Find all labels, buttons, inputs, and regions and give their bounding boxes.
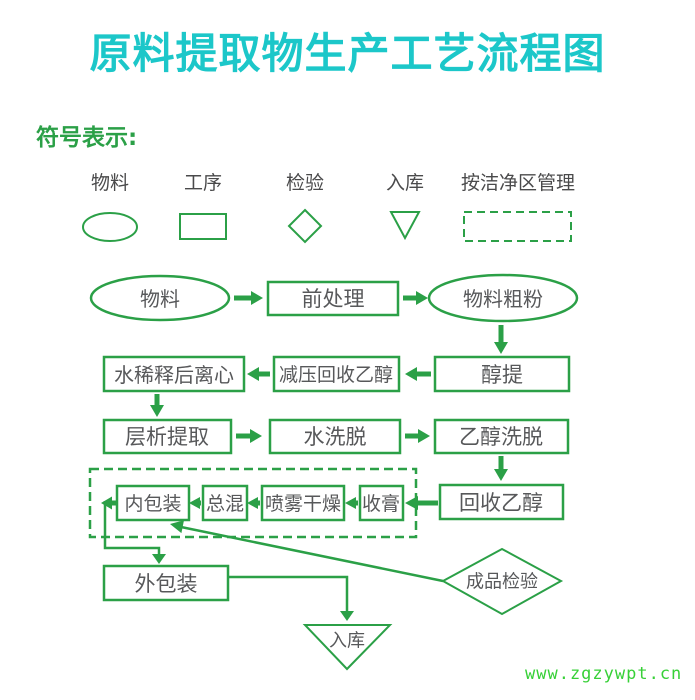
node-inner-packaging-label: 内包装	[124, 493, 181, 515]
legend-item-process: 工序	[163, 168, 243, 245]
arrow-water-elution-to-ethanol-elution	[405, 429, 430, 443]
node-coarse-powder	[427, 273, 579, 323]
node-finished-product-inspection	[440, 547, 564, 616]
node-ethanol-elution	[433, 418, 570, 455]
node-material-label: 物料	[140, 287, 180, 311]
warehousing-triangle-icon	[389, 211, 421, 241]
watermark-url: www.zgzywpt.cn	[525, 664, 683, 684]
node-vacuum-ethanol-recovery-label: 减压回收乙醇	[279, 364, 393, 386]
inspection-diamond-icon	[287, 208, 323, 244]
connector-inner-to-outer-packaging	[101, 496, 166, 564]
node-warehousing	[302, 624, 393, 671]
node-water-dilution-centrifuge-label: 水稀释后离心	[114, 363, 234, 387]
connector-inspection-to-inner-packaging	[170, 520, 444, 583]
node-alcohol-extraction	[433, 355, 571, 393]
legend-item-material: 物料	[70, 168, 150, 245]
node-paste-collection	[358, 484, 405, 522]
node-paste-collection-label: 收膏	[362, 492, 400, 515]
node-outer-packaging	[102, 564, 230, 602]
legend-label-material: 物料	[90, 172, 129, 194]
legend-item-warehousing: 入库	[365, 168, 445, 245]
arrow-water-dilution-to-chromatography	[150, 394, 164, 417]
node-chromatography-extraction-label: 层析提取	[125, 425, 209, 449]
node-ethanol-recovery	[438, 483, 565, 521]
page-title: 原料提取物生产工艺流程图	[89, 29, 606, 78]
legend-header: 符号表示:	[36, 125, 138, 151]
node-total-mixing-label: 总混	[206, 493, 244, 515]
node-spray-drying-label: 喷雾干燥	[265, 493, 341, 515]
node-ethanol-recovery-label: 回收乙醇	[459, 491, 543, 515]
node-finished-product-inspection-label: 成品检验	[466, 572, 538, 593]
arrow-chromatography-to-water-elution	[236, 429, 262, 443]
node-coarse-powder-label: 物料粗粉	[463, 287, 543, 311]
node-material	[89, 274, 231, 322]
clean-area-dashed-rect-icon	[463, 211, 572, 242]
node-vacuum-ethanol-recovery	[272, 355, 401, 393]
node-warehousing-label: 入库	[329, 631, 365, 652]
arrow-alcohol-extraction-to-vacuum-recovery	[405, 367, 431, 381]
node-pretreatment-label: 前处理	[302, 287, 365, 311]
arrow-ethanol-recovery-to-paste-collection	[405, 496, 438, 510]
node-water-elution	[268, 418, 402, 455]
node-pretreatment	[266, 280, 400, 317]
arrow-total-mixing-to-inner-packaging	[189, 497, 201, 509]
legend-label-inspection: 检验	[285, 172, 324, 194]
node-chromatography-extraction	[102, 418, 233, 455]
legend-label-clean-area: 按洁净区管理	[460, 172, 575, 194]
legend-label-warehousing: 入库	[385, 172, 424, 194]
arrow-vacuum-recovery-to-water-dilution	[247, 367, 270, 381]
arrow-pretreatment-to-coarse-powder	[403, 291, 428, 305]
arrow-spray-drying-to-total-mixing	[247, 497, 260, 509]
arrow-ethanol-elution-to-ethanol-recovery	[494, 456, 508, 481]
arrow-material-to-pretreatment	[234, 291, 263, 305]
connector-outer-packaging-to-warehousing	[228, 575, 354, 621]
arrow-coarse-powder-to-alcohol-extraction	[494, 325, 508, 354]
node-ethanol-elution-label: 乙醇洗脱	[459, 425, 543, 449]
node-total-mixing	[201, 484, 249, 522]
arrow-paste-collection-to-spray-drying	[345, 497, 358, 509]
node-water-dilution-centrifuge	[102, 355, 246, 393]
legend-label-process: 工序	[183, 172, 222, 194]
node-water-elution-label: 水洗脱	[304, 425, 367, 449]
legend-item-inspection: 检验	[265, 168, 345, 245]
node-alcohol-extraction-label: 醇提	[481, 363, 523, 387]
node-outer-packaging-label: 外包装	[135, 572, 198, 596]
legend-item-clean-area: 按洁净区管理	[444, 168, 592, 245]
clean-area-boundary	[88, 467, 418, 539]
process-rectangle-icon	[179, 213, 227, 240]
material-ellipse-icon	[82, 212, 138, 242]
node-spray-drying	[260, 484, 346, 522]
